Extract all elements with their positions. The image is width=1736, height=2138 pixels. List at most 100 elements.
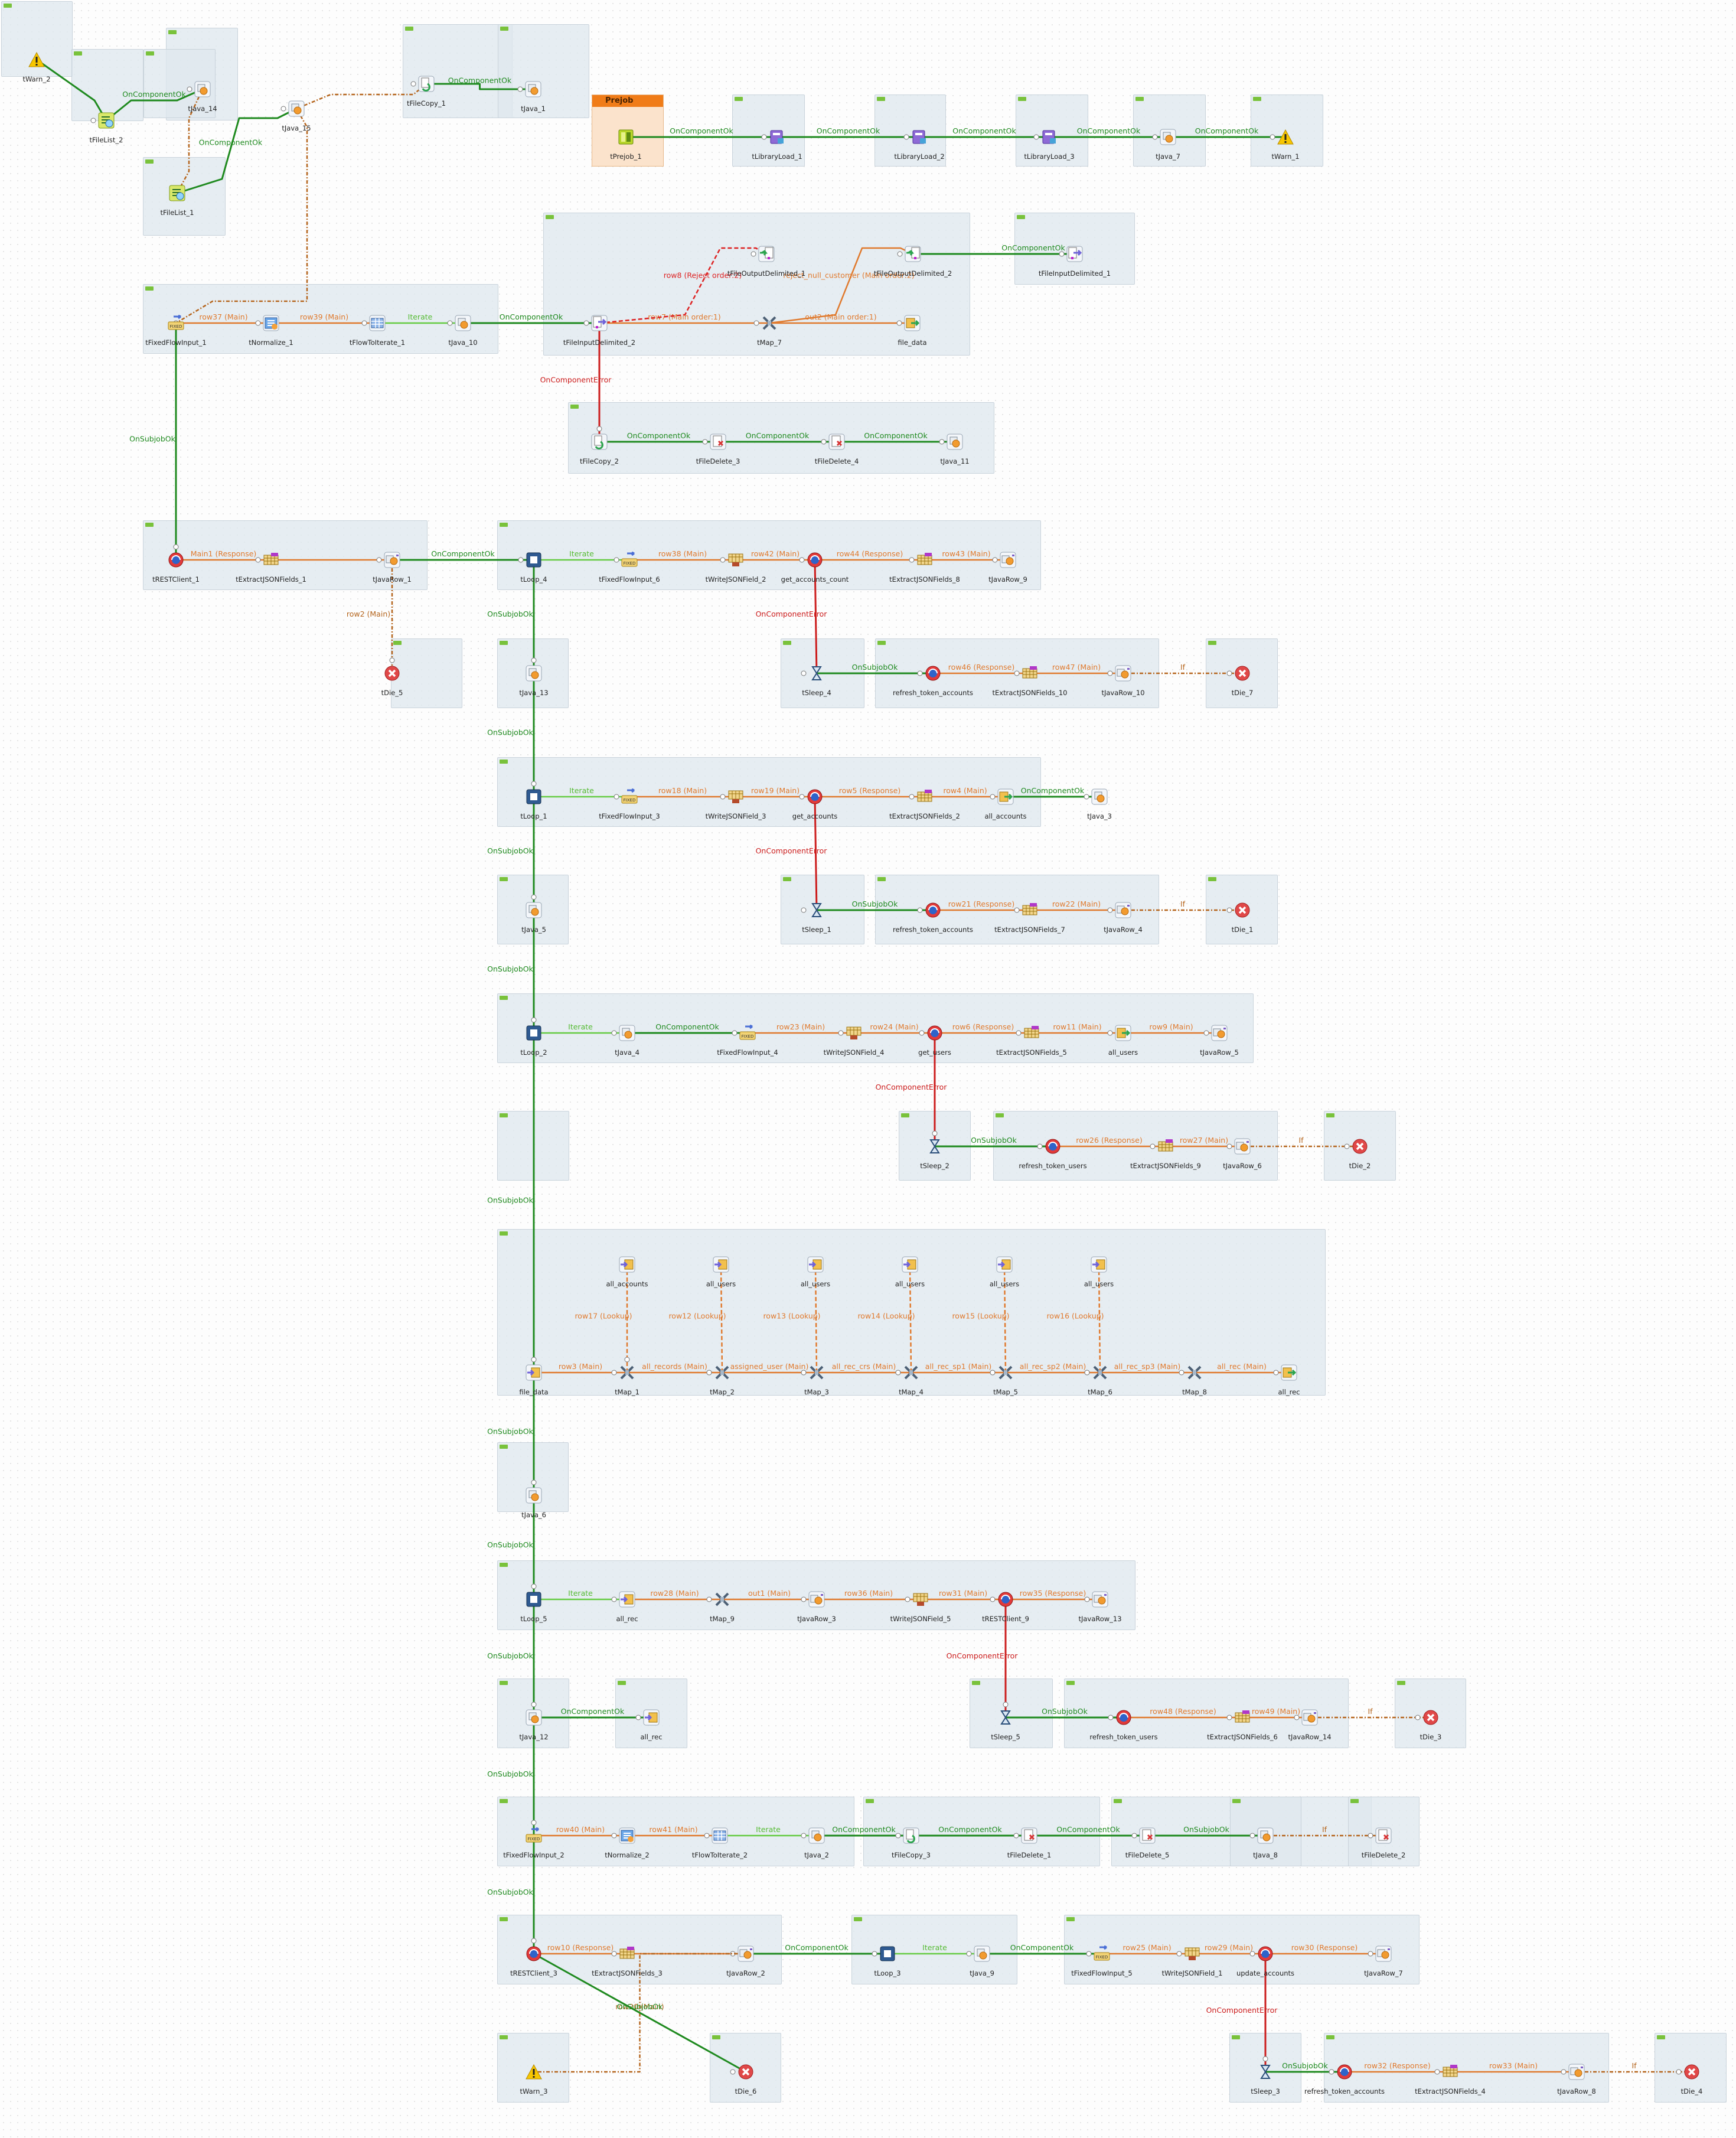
component-node[interactable]: all_accounts (979, 786, 1032, 822)
component-node[interactable]: tJavaRow_4 (1097, 899, 1150, 935)
component-node[interactable]: tExtractJSONFields_9 (1130, 1136, 1201, 1171)
component-node[interactable]: tExtractJSONFields_7 (994, 899, 1065, 935)
subjob-collapse-toggle[interactable] (712, 2035, 720, 2039)
component-node[interactable]: tRESTClient_3 (507, 1943, 560, 1979)
component-node[interactable]: all_users (1072, 1254, 1125, 1289)
subjob-collapse-toggle[interactable] (783, 641, 791, 645)
subjob-container[interactable] (1251, 94, 1323, 167)
subjob-collapse-toggle[interactable] (546, 215, 554, 219)
subjob-collapse-toggle[interactable] (500, 1681, 508, 1685)
component-node[interactable]: tFileDelete_5 (1121, 1825, 1174, 1860)
component-node[interactable]: tMap_6 (1073, 1362, 1127, 1397)
subjob-container[interactable] (1064, 1679, 1349, 1748)
subjob-collapse-toggle[interactable] (877, 641, 886, 645)
subjob-collapse-toggle[interactable] (877, 97, 885, 101)
component-node[interactable]: all_users (978, 1254, 1031, 1289)
component-node[interactable]: all_rec (601, 1589, 654, 1624)
subjob-container[interactable] (1348, 1797, 1420, 1866)
component-node[interactable]: tFileInputDelimited_2 (563, 312, 635, 348)
subjob-collapse-toggle[interactable] (4, 4, 12, 8)
component-node[interactable]: tLoop_2 (507, 1022, 560, 1058)
subjob-collapse-toggle[interactable] (1208, 641, 1216, 645)
component-node[interactable]: tJavaRow_14 (1283, 1707, 1336, 1742)
component-node[interactable]: tJava_2 (790, 1825, 843, 1860)
component-node[interactable]: tJava_3 (1073, 786, 1126, 822)
component-node[interactable]: tJavaRow_13 (1073, 1589, 1127, 1624)
subjob-collapse-toggle[interactable] (500, 877, 508, 881)
component-node[interactable]: tFileOutputDelimited_1 (727, 243, 805, 279)
component-node[interactable]: tMap_3 (790, 1362, 843, 1397)
component-node[interactable]: tMap_4 (885, 1362, 938, 1397)
component-node[interactable]: tMap_1 (601, 1362, 654, 1397)
component-node[interactable]: tFlowToIterate_1 (350, 312, 405, 348)
component-node[interactable]: tExtractJSONFields_8 (889, 549, 960, 585)
subjob-collapse-toggle[interactable] (500, 760, 508, 764)
component-node[interactable]: tSleep_3 (1239, 2061, 1292, 2097)
subjob-collapse-toggle[interactable] (1135, 97, 1144, 101)
component-node[interactable]: tLoop_5 (507, 1589, 560, 1624)
component-node[interactable]: tDie_4 (1665, 2061, 1718, 2097)
subjob-container[interactable] (497, 1111, 569, 1181)
component-node[interactable]: tExtractJSONFields_2 (889, 786, 960, 822)
component-node[interactable]: tMap_5 (979, 1362, 1032, 1397)
component-node[interactable]: tLibraryLoad_1 (750, 126, 804, 162)
subjob-collapse-toggle[interactable] (866, 1799, 874, 1803)
subjob-collapse-toggle[interactable] (145, 159, 154, 164)
subjob-collapse-toggle[interactable] (500, 27, 508, 31)
component-node[interactable]: tSleep_5 (979, 1707, 1032, 1742)
component-node[interactable]: tWriteJSONField_2 (706, 549, 766, 585)
component-node[interactable]: all_rec (625, 1707, 678, 1742)
component-node[interactable]: tLoop_1 (507, 786, 560, 822)
component-node[interactable]: tRESTClient_1 (149, 549, 203, 585)
component-node[interactable]: tJava_7 (1141, 126, 1195, 162)
component-node[interactable]: tWarn_2 (10, 49, 63, 84)
component-node[interactable]: tJava_10 (436, 312, 490, 348)
subjob-collapse-toggle[interactable] (783, 877, 791, 881)
subjob-collapse-toggle[interactable] (500, 1917, 508, 1921)
subjob-collapse-toggle[interactable] (972, 1681, 980, 1685)
subjob-collapse-toggle[interactable] (168, 30, 177, 34)
subjob-collapse-toggle[interactable] (393, 641, 402, 645)
component-node[interactable]: tMap_8 (1168, 1362, 1221, 1397)
component-node[interactable]: tJava_14 (176, 79, 229, 114)
component-node[interactable]: tExtractJSONFields_6 (1207, 1707, 1278, 1742)
component-node[interactable]: tJavaRow_6 (1216, 1136, 1269, 1171)
subjob-collapse-toggle[interactable] (145, 523, 154, 527)
subjob-collapse-toggle[interactable] (618, 1681, 626, 1685)
component-node[interactable]: refresh_token_accounts (1304, 2061, 1385, 2097)
component-node[interactable]: tExtractJSONFields_1 (236, 549, 306, 585)
component-node[interactable]: tFileList_1 (151, 182, 204, 218)
component-node[interactable]: tWriteJSONField_4 (824, 1022, 884, 1058)
component-node[interactable]: tExtractJSONFields_4 (1415, 2061, 1486, 2097)
component-node[interactable]: tFileCopy_2 (573, 431, 626, 467)
component-node[interactable]: all_users (1097, 1022, 1150, 1058)
component-node[interactable]: tWriteJSONField_1 (1162, 1943, 1222, 1979)
component-node[interactable]: tExtractJSONFields_3 (592, 1943, 663, 1979)
subjob-collapse-toggle[interactable] (877, 877, 886, 881)
component-node[interactable]: tDie_7 (1216, 663, 1269, 698)
component-node[interactable]: all_accounts (601, 1254, 654, 1289)
component-node[interactable]: tJavaRow_9 (981, 549, 1035, 585)
subjob-collapse-toggle[interactable] (146, 51, 154, 56)
component-node[interactable]: tSleep_2 (908, 1136, 961, 1171)
component-node[interactable]: tWriteJSONField_3 (706, 786, 766, 822)
subjob-collapse-toggle[interactable] (1253, 97, 1261, 101)
subjob-collapse-toggle[interactable] (1114, 1799, 1122, 1803)
component-node[interactable]: tJavaRow_8 (1550, 2061, 1603, 2097)
component-node[interactable]: tFileCopy_3 (885, 1825, 938, 1860)
component-node[interactable]: tFileOutputDelimited_2 (874, 243, 952, 279)
component-node[interactable]: tMap_2 (696, 1362, 749, 1397)
subjob-collapse-toggle[interactable] (500, 996, 508, 1000)
component-node[interactable]: get_accounts (788, 786, 841, 822)
component-node[interactable]: refresh_token_users (1089, 1707, 1158, 1742)
component-node[interactable]: refresh_token_accounts (893, 899, 973, 935)
component-node[interactable]: tMap_7 (743, 312, 796, 348)
component-node[interactable]: tDie_6 (719, 2061, 772, 2097)
component-node[interactable]: tWarn_1 (1259, 126, 1312, 162)
subjob-collapse-toggle[interactable] (1232, 1799, 1241, 1803)
subjob-collapse-toggle[interactable] (1066, 1681, 1075, 1685)
subjob-container[interactable] (497, 520, 1041, 590)
